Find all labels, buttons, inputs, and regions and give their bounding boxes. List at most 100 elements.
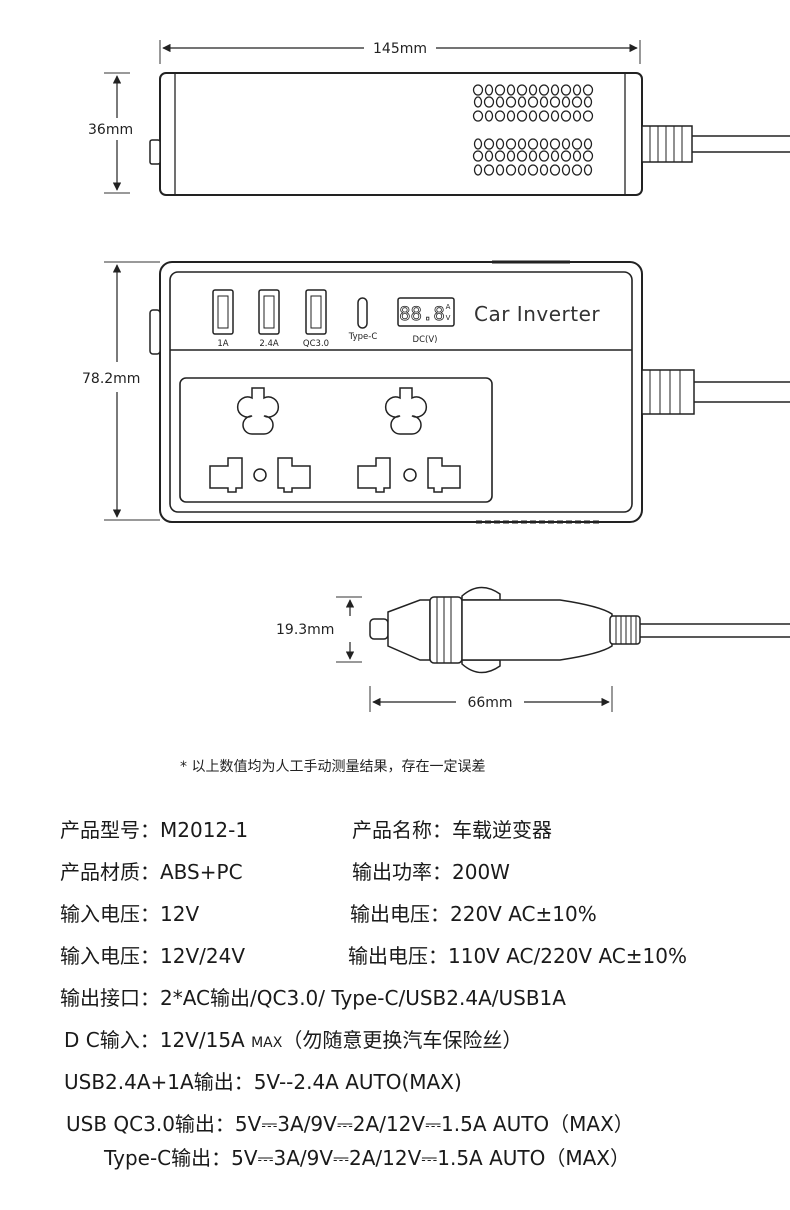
- svg-text:88.8: 88.8: [399, 303, 445, 325]
- vent-hole: [495, 138, 505, 150]
- vent-hole: [572, 110, 582, 122]
- vent-hole: [549, 138, 561, 150]
- dc-input-warning: （勿随意更换汽车保险丝）: [282, 1028, 523, 1052]
- vent-hole: [572, 84, 582, 96]
- vent-hole: [473, 164, 483, 176]
- vent-hole: [494, 84, 506, 96]
- plug-view: 19.3mm 66mm: [276, 586, 790, 712]
- plug-length-label: 66mm: [467, 695, 512, 711]
- vent-hole: [571, 138, 583, 150]
- vent-hole: [516, 110, 528, 122]
- vent-hole: [550, 110, 560, 122]
- usb-qc3-port: QC3.0: [303, 289, 329, 349]
- vent-hole: [539, 164, 549, 176]
- spec-output-voltage-2: 输出电压：110V AC/220V AC±10%: [348, 944, 687, 968]
- vent-hole: [560, 110, 572, 122]
- vent-hole: [483, 164, 495, 176]
- vent-hole: [528, 84, 538, 96]
- vent-hole: [472, 110, 484, 122]
- vent-hole: [505, 138, 517, 150]
- vent-hole: [494, 150, 506, 162]
- vent-hole: [473, 96, 483, 108]
- vent-hole: [583, 164, 593, 176]
- svg-text:QC3.0: QC3.0: [303, 339, 329, 349]
- vent-hole: [528, 150, 538, 162]
- spec-power: 输出功率：200W: [352, 860, 510, 884]
- vent-hole: [505, 164, 517, 176]
- svg-text:Type-C: Type-C: [348, 332, 378, 342]
- vent-hole: [527, 96, 539, 108]
- ac-socket-right: [357, 387, 461, 493]
- dc-input-max: MAX: [251, 1035, 283, 1051]
- spec-model: 产品型号：M2012-1: [60, 818, 249, 842]
- vent-hole: [539, 96, 549, 108]
- usb-1a-port: 1A: [212, 289, 234, 349]
- spec-typec-output: Type-C输出：5V⎓3A/9V⎓2A/12V⎓1.5A AUTO（MAX）: [104, 1146, 630, 1170]
- vent-hole: [550, 84, 560, 96]
- spec-interfaces: 输出接口：2*AC输出/QC3.0/ Type-C/USB2.4A/USB1A: [60, 986, 566, 1010]
- vent-hole: [495, 96, 505, 108]
- vent-hole: [484, 110, 494, 122]
- vent-hole: [528, 110, 538, 122]
- voltage-display: 88.8 A V DC(V): [397, 297, 455, 345]
- vent-hole: [517, 138, 527, 150]
- vent-hole: [582, 150, 594, 162]
- vent-hole: [516, 150, 528, 162]
- vent-hole: [550, 150, 560, 162]
- vent-hole: [539, 138, 549, 150]
- spec-qc3-output: USB QC3.0输出：5V⎓3A/9V⎓2A/12V⎓1.5A AUTO（MA…: [66, 1112, 634, 1136]
- spec-usb-output: USB2.4A+1A输出：5V--2.4A AUTO(MAX): [64, 1070, 462, 1094]
- vent-hole: [506, 110, 516, 122]
- vent-hole: [495, 164, 505, 176]
- vent-hole: [560, 150, 572, 162]
- product-drawings: 145mm 36mm 78.2mm: [82, 40, 790, 712]
- vent-hole: [561, 164, 571, 176]
- vent-hole: [527, 164, 539, 176]
- ac-socket-left: [209, 387, 311, 493]
- length-dimension-label: 145mm: [373, 41, 427, 57]
- vent-hole: [494, 110, 506, 122]
- svg-text:V: V: [446, 314, 451, 322]
- vent-hole: [549, 96, 561, 108]
- vent-hole: [484, 150, 494, 162]
- spec-name: 产品名称：车载逆变器: [352, 818, 552, 842]
- svg-text:DC(V): DC(V): [413, 335, 438, 345]
- vent-hole: [483, 96, 495, 108]
- vent-hole: [583, 138, 593, 150]
- vent-hole: [582, 110, 594, 122]
- vent-hole: [484, 84, 494, 96]
- vent-hole: [517, 96, 527, 108]
- usb-2.4a-port: 2.4A: [258, 289, 280, 349]
- type-c-port: Type-C: [348, 297, 378, 342]
- vent-hole: [571, 164, 583, 176]
- spec-input-voltage-1: 输入电压：12V: [60, 902, 200, 926]
- vent-hole: [560, 84, 572, 96]
- spec-dc-input: D C输入：12V/15A MAX（勿随意更换汽车保险丝）: [64, 1024, 522, 1053]
- vent-hole: [583, 96, 593, 108]
- vent-hole: [561, 96, 571, 108]
- vent-hole: [561, 138, 571, 150]
- vent-hole: [472, 84, 484, 96]
- side-height-label: 36mm: [88, 122, 133, 138]
- svg-text:2.4A: 2.4A: [259, 339, 279, 349]
- side-view: 145mm 36mm: [88, 40, 790, 196]
- vent-hole: [516, 84, 528, 96]
- vent-holes: [472, 84, 594, 176]
- vent-hole: [472, 150, 484, 162]
- front-height-label: 78.2mm: [82, 371, 140, 387]
- spec-output-voltage-1: 输出电压：220V AC±10%: [350, 902, 597, 926]
- vent-hole: [506, 84, 516, 96]
- vent-hole: [582, 84, 594, 96]
- measurement-note: * 以上数值均为人工手动测量结果，存在一定误差: [180, 759, 486, 775]
- vent-hole: [527, 138, 539, 150]
- front-view: 78.2mm 1A 2.4A QC3.0 Type-C: [82, 260, 790, 524]
- vent-hole: [572, 150, 582, 162]
- vent-hole: [506, 150, 516, 162]
- vent-hole: [571, 96, 583, 108]
- dc-input-text: D C输入：12V/15A: [64, 1028, 252, 1052]
- vent-hole: [517, 164, 527, 176]
- spec-material: 产品材质：ABS+PC: [60, 860, 243, 884]
- vent-hole: [483, 138, 495, 150]
- vent-hole: [549, 164, 561, 176]
- vent-hole: [538, 110, 550, 122]
